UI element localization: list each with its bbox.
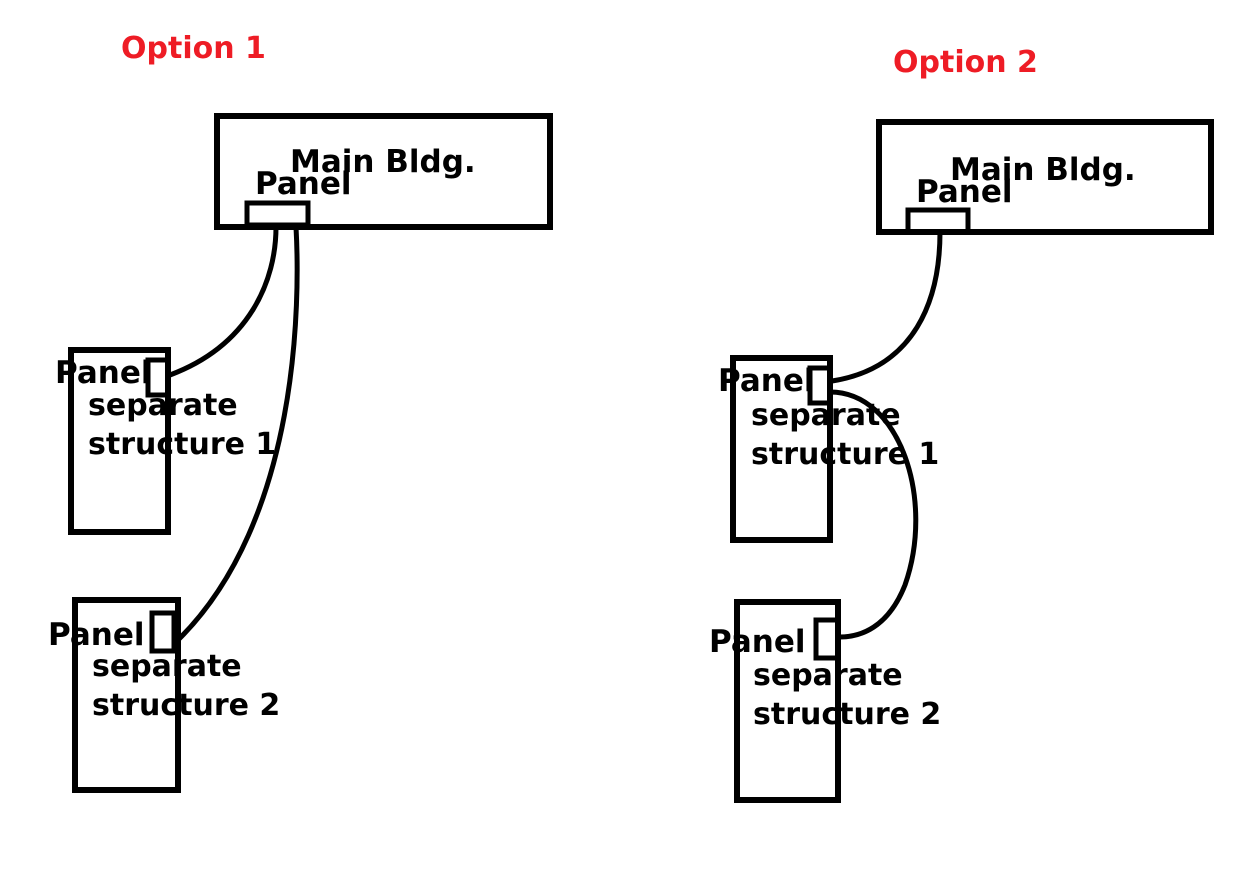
option-1-main-building-panel-box[interactable] [244, 200, 311, 228]
option-1-main-building-label: Main Bldg. [290, 144, 476, 180]
option-1-group [68, 113, 553, 793]
option-2-structure-2-panel-box[interactable] [813, 617, 841, 661]
option-1-main-building-box[interactable] [214, 113, 553, 230]
option-2-main-building-panel-box[interactable] [905, 207, 971, 235]
option-1-structure-1-label-line2: structure 1 [88, 427, 277, 462]
option-2-structure-2-panel-label: Panel [709, 624, 806, 660]
option-2-main-building-box[interactable] [876, 119, 1214, 235]
option-1-structure-2-panel-label: Panel [48, 617, 145, 653]
option-2-structure-1-panel-label: Panel [718, 363, 815, 399]
option-1-structure-1-panel-box[interactable] [145, 357, 171, 398]
option-1-title: Option 1 [121, 31, 266, 66]
option-2-main-building-label: Main Bldg. [950, 152, 1136, 188]
option-2-structure-2-label-line2: structure 2 [753, 697, 942, 732]
option-2-group [730, 119, 1214, 803]
option-1-structure-2-box[interactable] [72, 597, 181, 793]
option-2-structure-1-box[interactable] [730, 355, 833, 543]
option-2-structure-2-label-line1: separate [753, 658, 903, 693]
option-2-structure-1-panel-box[interactable] [807, 365, 833, 406]
option-2-structure-2-box[interactable] [734, 599, 841, 803]
option-2-structure-1-label-line2: structure 1 [751, 437, 940, 472]
option-1-structure-1-panel-label: Panel [55, 355, 152, 391]
option-1-structure-1-box[interactable] [68, 347, 171, 535]
option-1-structure-2-panel-box[interactable] [149, 610, 177, 654]
option-2-structure-1-label-line1: separate [751, 398, 901, 433]
option-1-structure-1-label-line1: separate [88, 388, 238, 423]
option-2-wire-main-to-structure-1[interactable] [829, 229, 943, 384]
option-2-title: Option 2 [893, 45, 1038, 80]
option-1-wire-main-to-structure-2[interactable] [175, 224, 300, 643]
option-1-main-building-panel-label: Panel [255, 166, 352, 202]
option-2-wire-structure-1-to-structure-2[interactable] [827, 389, 919, 640]
option-1-structure-2-label-line2: structure 2 [92, 688, 281, 723]
option-1-wire-main-to-structure-1[interactable] [167, 224, 279, 378]
option-1-structure-2-label-line1: separate [92, 649, 242, 684]
option-2-main-building-panel-label: Panel [916, 174, 1013, 210]
